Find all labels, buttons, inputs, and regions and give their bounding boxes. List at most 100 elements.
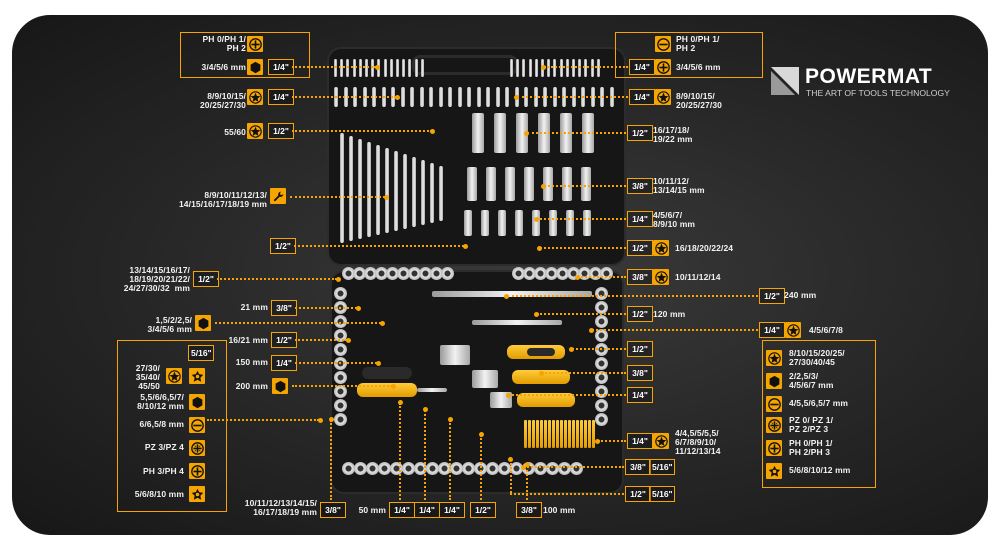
wrench-illustration: [403, 154, 407, 229]
bit-illustration: [486, 87, 490, 107]
bit-illustration: [429, 87, 433, 107]
callout-label: 100 mm: [543, 505, 576, 515]
leader-line: [330, 420, 332, 500]
wrench-illustration: [412, 157, 416, 227]
socket-illustration: [505, 167, 515, 201]
socket-illustration: [408, 267, 421, 280]
bit-illustration: [572, 59, 575, 77]
callout-label: PZ 0/ PZ 1/ PZ 2/PZ 3: [789, 415, 834, 434]
leader-line: [510, 493, 624, 495]
leader-point: [479, 432, 484, 437]
socket-illustration: [558, 462, 571, 475]
size-tag: 1/4": [268, 59, 294, 75]
callout-label: PZ 3/PZ 4: [144, 442, 184, 452]
bit-illustration: [410, 87, 414, 107]
leader-point: [506, 393, 511, 398]
torx-plus-icon: [766, 463, 782, 479]
callout-label: 4/5/6/7/8: [809, 325, 843, 335]
socket-illustration: [595, 385, 608, 398]
callout-label: 8/9/10/11/12/13/ 14/15/16/17/18/19 mm: [178, 190, 267, 209]
size-tag: 1/2": [759, 288, 785, 304]
callout-label: 10/11/12/ 13/14/15 mm: [653, 176, 705, 195]
ratchet-head-illustration: [472, 370, 498, 388]
bit-illustration: [420, 59, 424, 77]
size-tag: 3/8": [320, 502, 346, 518]
size-tag: 1/4": [627, 211, 653, 227]
leader-point: [398, 400, 403, 405]
leader-point: [380, 321, 385, 326]
leader-point: [504, 294, 509, 299]
socket-illustration: [386, 267, 399, 280]
callout-label: 50 mm: [358, 505, 386, 515]
callout-label: 3/4/5/6 mm: [676, 62, 721, 72]
leader-line: [527, 132, 626, 134]
socket-illustration: [549, 210, 557, 236]
bit-holder-illustration: [564, 420, 567, 448]
leader-line: [537, 313, 626, 315]
callout-label: 5,5/6/6,5/7/ 8/10/12 mm: [137, 392, 184, 411]
socket-illustration: [419, 267, 432, 280]
callout-label: 13/14/15/16/17/ 18/19/20/21/22/ 24/27/30…: [123, 265, 190, 293]
socket-illustration: [600, 267, 613, 280]
leader-line: [598, 440, 626, 442]
bit-illustration: [596, 59, 600, 77]
bit-illustration: [383, 59, 387, 77]
leader-point: [541, 65, 546, 70]
torx-icon: [785, 322, 801, 338]
bit-holder-illustration: [580, 420, 583, 448]
size-tag: 1/4": [389, 502, 415, 518]
size-tag: 1/4": [627, 433, 653, 449]
extension-bar-illustration: [472, 320, 562, 325]
leader-line: [292, 385, 392, 387]
size-tag: 1/4": [759, 322, 785, 338]
socket-illustration: [481, 210, 489, 236]
bit-illustration: [522, 59, 526, 77]
bit-illustration: [565, 59, 569, 77]
socket-illustration: [595, 287, 608, 300]
leader-line: [507, 295, 758, 297]
bit-holder-illustration: [540, 420, 543, 448]
screwdriver-handle-grip: [362, 367, 412, 379]
socket-illustration: [364, 267, 377, 280]
torx-icon: [766, 350, 782, 366]
socket-illustration: [334, 385, 347, 398]
leader-point: [508, 457, 513, 462]
socket-illustration: [545, 267, 558, 280]
bit-illustration: [400, 87, 405, 107]
left-bit-box: [117, 340, 227, 512]
torx-icon: [247, 123, 263, 139]
leader-point: [448, 417, 453, 422]
size-tag: 1/2": [625, 486, 651, 502]
leader-point: [423, 407, 428, 412]
socket-illustration: [523, 267, 536, 280]
leader-line: [207, 419, 319, 421]
leader-line: [542, 372, 626, 374]
socket-illustration: [534, 267, 547, 280]
leader-point: [430, 129, 435, 134]
socket-illustration: [375, 267, 388, 280]
leader-point: [541, 184, 546, 189]
socket-illustration: [366, 462, 379, 475]
socket-illustration: [472, 113, 484, 153]
ratchet-handle-illustration: [517, 393, 575, 407]
bit-illustration: [352, 59, 356, 77]
size-tag: 1/2": [268, 123, 294, 139]
leader-line: [295, 362, 377, 364]
callout-label: 240 mm: [784, 290, 817, 300]
leader-line: [215, 322, 381, 324]
callout-label: 16/18/20/22/24: [675, 243, 734, 253]
socket-illustration: [486, 462, 499, 475]
size-tag: 3/8": [271, 300, 297, 316]
leader-point: [514, 95, 519, 100]
callout-label: 27/30/ 35/40/ 45/50: [135, 363, 160, 391]
leader-line: [592, 329, 758, 331]
leader-point: [356, 306, 361, 311]
bit-illustration: [438, 87, 443, 107]
leader-point: [376, 361, 381, 366]
bit-illustration: [528, 59, 532, 77]
bit-illustration: [505, 87, 509, 107]
size-tag: 1/2": [193, 271, 219, 287]
leader-point: [391, 384, 396, 389]
socket-illustration: [334, 315, 347, 328]
leader-line: [480, 435, 482, 500]
